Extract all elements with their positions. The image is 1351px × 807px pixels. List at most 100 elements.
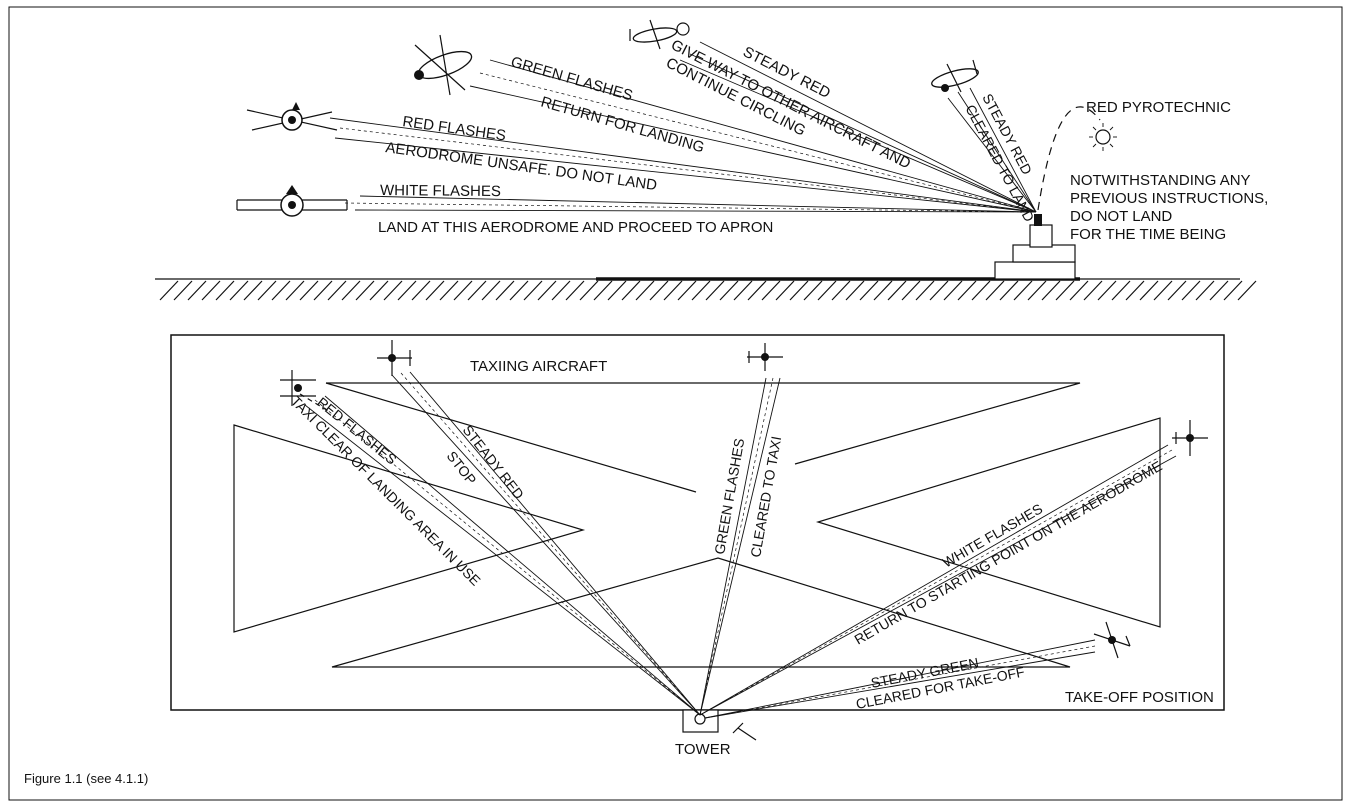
aircraft-icon (377, 340, 412, 376)
ground-hatch-stroke (383, 280, 403, 301)
ground-hatch-stroke (341, 280, 361, 301)
ground-hatch-stroke (957, 280, 977, 301)
tower-building (994, 214, 1076, 280)
ground-hatch-stroke (257, 280, 277, 301)
tower-ground-icon (682, 709, 757, 741)
ground-hatch-stroke (985, 280, 1005, 301)
ground-line (155, 277, 1257, 301)
ground-hatch-stroke (929, 280, 949, 301)
ground-hatch-stroke (565, 280, 585, 301)
label-tower: TOWER (675, 741, 731, 758)
figure-caption: Figure 1.1 (see 4.1.1) (24, 771, 149, 786)
ground-hatch-stroke (1027, 280, 1047, 301)
ground-hatch-stroke (187, 280, 207, 301)
ground-hatch-stroke (509, 280, 529, 301)
label-notwithstanding-3: DO NOT LAND (1070, 208, 1172, 225)
ground-hatch-stroke (719, 280, 739, 301)
label-red-flashes: RED FLASHES (401, 113, 507, 144)
label-taxiing-aircraft: TAXIING AIRCRAFT (470, 358, 607, 375)
ground-hatch-stroke (1055, 280, 1075, 301)
ground-hatch-stroke (425, 280, 445, 301)
ground-hatch-stroke (663, 280, 683, 301)
ground-hatch-stroke (1181, 280, 1201, 301)
ground-hatch-stroke (621, 280, 641, 301)
ground-hatch-stroke (593, 280, 613, 301)
ground-hatch-stroke (845, 280, 865, 301)
label-white-flashes: WHITE FLASHES (380, 182, 501, 200)
ground-hatch-stroke (313, 280, 333, 301)
ground-hatch-stroke (215, 280, 235, 301)
upper-section: STEADY RED GIVE WAY TO OTHER AIRCRAFT AN… (155, 19, 1268, 301)
ground-hatch-stroke (299, 280, 319, 301)
ground-hatch-stroke (803, 280, 823, 301)
ground-hatch-stroke (159, 280, 179, 301)
aircraft-icon (1172, 420, 1208, 456)
label-notwithstanding-4: FOR THE TIME BEING (1070, 226, 1226, 243)
ground-hatch-stroke (579, 280, 599, 301)
ground-hatch-stroke (733, 280, 753, 301)
ground-hatch-stroke (1223, 280, 1243, 301)
lower-section: TAXIING AIRCRAFT RED FLASHES TAXI CLEAR … (170, 334, 1225, 758)
ground-hatch-stroke (1153, 280, 1173, 301)
label-cleared-to-taxi: CLEARED TO TAXI (747, 435, 784, 559)
ground-hatch-stroke (439, 280, 459, 301)
ground-hatch-stroke (369, 280, 389, 301)
ground-hatch-stroke (1013, 280, 1033, 301)
runway-markings (233, 382, 1161, 668)
ground-hatch-stroke (1237, 280, 1257, 301)
ground-hatch-stroke (887, 280, 907, 301)
ground-hatch-stroke (817, 280, 837, 301)
ground-hatch-stroke (1195, 280, 1215, 301)
aircraft-icon (629, 19, 690, 50)
label-give-way: GIVE WAY TO OTHER AIRCRAFT AND (668, 36, 913, 172)
label-land-at-aerodrome: LAND AT THIS AERODROME AND PROCEED TO AP… (378, 219, 773, 236)
ground-hatch-stroke (649, 280, 669, 301)
aircraft-icon (1093, 621, 1131, 659)
ground-hatch-stroke (607, 280, 627, 301)
ground-hatch-stroke (285, 280, 305, 301)
ground-hatch-stroke (243, 280, 263, 301)
ground-hatch-stroke (201, 280, 221, 301)
label-notwithstanding-1: NOTWITHSTANDING ANY (1070, 172, 1251, 189)
ground-hatch-stroke (999, 280, 1019, 301)
ground-hatch-stroke (1111, 280, 1131, 301)
ground-hatch-stroke (173, 280, 193, 301)
ground-hatch-stroke (1083, 280, 1103, 301)
ground-hatch-stroke (327, 280, 347, 301)
ground-hatch-stroke (271, 280, 291, 301)
ground-hatch-stroke (537, 280, 557, 301)
ground-hatch-stroke (789, 280, 809, 301)
aircraft-icon (246, 102, 338, 131)
ground-hatch-stroke (229, 280, 249, 301)
label-steady-red-lower: STEADY RED (460, 422, 528, 502)
ground-hatch-stroke (635, 280, 655, 301)
ground-hatch-stroke (1209, 280, 1229, 301)
ground-hatch-stroke (761, 280, 781, 301)
label-red-pyrotechnic: RED PYROTECHNIC (1086, 99, 1231, 116)
ground-hatch-stroke (453, 280, 473, 301)
ground-hatch-stroke (495, 280, 515, 301)
ground-hatch-stroke (523, 280, 543, 301)
ground-hatch-stroke (859, 280, 879, 301)
aircraft-icon (280, 370, 316, 406)
aircraft-icon (414, 34, 473, 96)
ground-hatch-stroke (775, 280, 795, 301)
ground-hatch-stroke (551, 280, 571, 301)
label-notwithstanding-2: PREVIOUS INSTRUCTIONS, (1070, 190, 1268, 207)
ground-hatch-stroke (1139, 280, 1159, 301)
ground-hatch-stroke (901, 280, 921, 301)
ground-hatch-stroke (915, 280, 935, 301)
ground-hatch-stroke (467, 280, 487, 301)
signal-beams-upper (329, 41, 1101, 213)
aircraft-icon (931, 59, 979, 93)
ground-hatch-stroke (481, 280, 501, 301)
label-takeoff-position: TAKE-OFF POSITION (1065, 689, 1214, 706)
label-stop: STOP (444, 448, 480, 488)
label-green-flashes: GREEN FLASHES (509, 54, 635, 105)
outer-border (8, 6, 1343, 801)
ground-hatch-stroke (1097, 280, 1117, 301)
aircraft-icon (236, 185, 348, 217)
pyrotechnic-burst-icon (1089, 123, 1117, 151)
label-return-to-start: RETURN TO STARTING POINT ON THE AERODROM… (852, 458, 1165, 648)
